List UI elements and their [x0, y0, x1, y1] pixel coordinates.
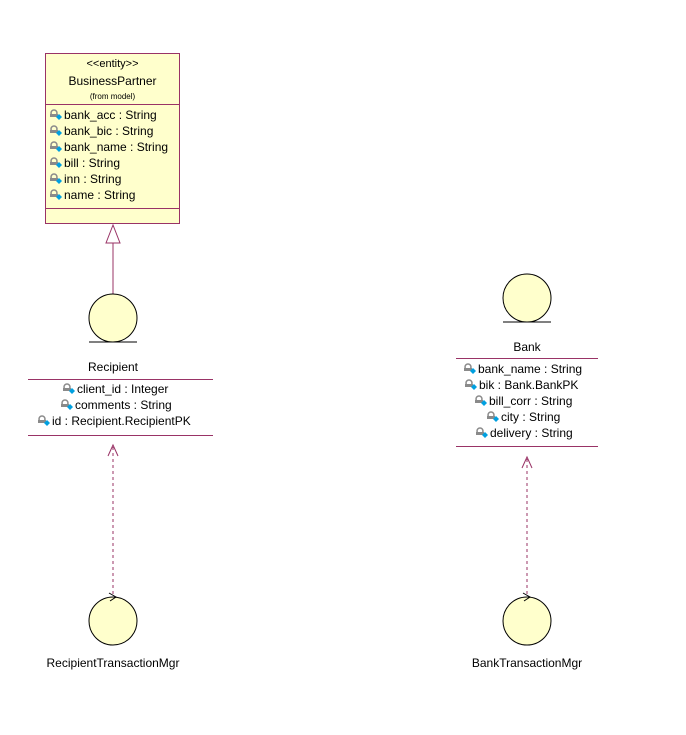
- bank-attribute[interactable]: bik : Bank.BankPK: [464, 377, 578, 393]
- business-partner-class[interactable]: <<entity>> BusinessPartner (from model) …: [45, 53, 180, 224]
- business-partner-attribute[interactable]: bank_name : String: [49, 139, 168, 155]
- business-partner-attribute[interactable]: bank_acc : String: [49, 107, 157, 123]
- recipient-entity-circle[interactable]: [88, 293, 138, 343]
- private-attribute-icon: [464, 363, 476, 374]
- bank-name: Bank: [513, 340, 541, 354]
- bank-attribute[interactable]: bill_corr : String: [474, 393, 572, 409]
- recipient-dependency-arrowhead: [107, 443, 119, 457]
- private-attribute-icon: [50, 141, 62, 152]
- private-attribute-icon: [476, 427, 488, 438]
- business-partner-attribute[interactable]: inn : String: [49, 171, 121, 187]
- recipient-mgr-control-circle[interactable]: [88, 596, 138, 646]
- attribute-text: name : String: [64, 188, 136, 202]
- bank-attribute[interactable]: delivery : String: [475, 425, 573, 441]
- generalization-arrowhead: [105, 223, 121, 244]
- private-attribute-icon: [38, 415, 50, 426]
- private-attribute-icon: [50, 157, 62, 168]
- attribute-text: id : Recipient.RecipientPK: [52, 414, 191, 428]
- recipient-attribute[interactable]: id : Recipient.RecipientPK: [37, 413, 191, 429]
- recipient-mgr-name: RecipientTransactionMgr: [46, 656, 180, 670]
- private-attribute-icon: [50, 173, 62, 184]
- recipient-attribute[interactable]: comments : String: [60, 397, 172, 413]
- private-attribute-icon: [63, 383, 75, 394]
- attribute-text: bill_corr : String: [489, 394, 573, 408]
- private-attribute-icon: [465, 379, 477, 390]
- attribute-text: bank_name : String: [478, 362, 583, 376]
- business-partner-attribute[interactable]: bank_bic : String: [49, 123, 153, 139]
- recipient-attributes-separator: [28, 435, 213, 436]
- attribute-text: bank_bic : String: [64, 124, 154, 138]
- recipient-attribute[interactable]: client_id : Integer: [62, 381, 168, 397]
- bank-mgr-control-arrow: [522, 592, 531, 602]
- business-partner-attribute[interactable]: bill : String: [49, 155, 120, 171]
- attribute-text: comments : String: [75, 398, 172, 412]
- attribute-text: city : String: [501, 410, 561, 424]
- bank-entity-circle[interactable]: [502, 273, 552, 323]
- business-partner-name-separator: [46, 104, 179, 105]
- recipient-mgr-control-arrow: [108, 592, 117, 602]
- bank-mgr-name: BankTransactionMgr: [471, 656, 583, 670]
- attribute-text: bik : Bank.BankPK: [479, 378, 579, 392]
- private-attribute-icon: [475, 395, 487, 406]
- business-partner-operations-separator: [46, 208, 179, 209]
- business-partner-attribute[interactable]: name : String: [49, 187, 135, 203]
- attribute-text: client_id : Integer: [77, 382, 169, 396]
- attribute-text: inn : String: [64, 172, 122, 186]
- private-attribute-icon: [50, 125, 62, 136]
- recipient-name: Recipient: [87, 360, 139, 374]
- attribute-text: bank_acc : String: [64, 108, 157, 122]
- attribute-text: delivery : String: [490, 426, 573, 440]
- private-attribute-icon: [487, 411, 499, 422]
- bank-dependency-arrowhead: [521, 455, 533, 469]
- business-partner-stereotype: <<entity>>: [86, 58, 139, 70]
- business-partner-package: (from model): [89, 92, 136, 101]
- private-attribute-icon: [50, 189, 62, 200]
- recipient-name-separator: [28, 379, 213, 380]
- bank-name-separator: [456, 358, 598, 359]
- business-partner-name: BusinessPartner: [68, 74, 157, 88]
- attribute-text: bill : String: [64, 156, 121, 170]
- attribute-text: bank_name : String: [64, 140, 169, 154]
- bank-mgr-control-circle[interactable]: [502, 596, 552, 646]
- private-attribute-icon: [50, 109, 62, 120]
- bank-attribute[interactable]: bank_name : String: [463, 361, 582, 377]
- private-attribute-icon: [61, 399, 73, 410]
- bank-attributes-separator: [456, 446, 598, 447]
- bank-attribute[interactable]: city : String: [486, 409, 560, 425]
